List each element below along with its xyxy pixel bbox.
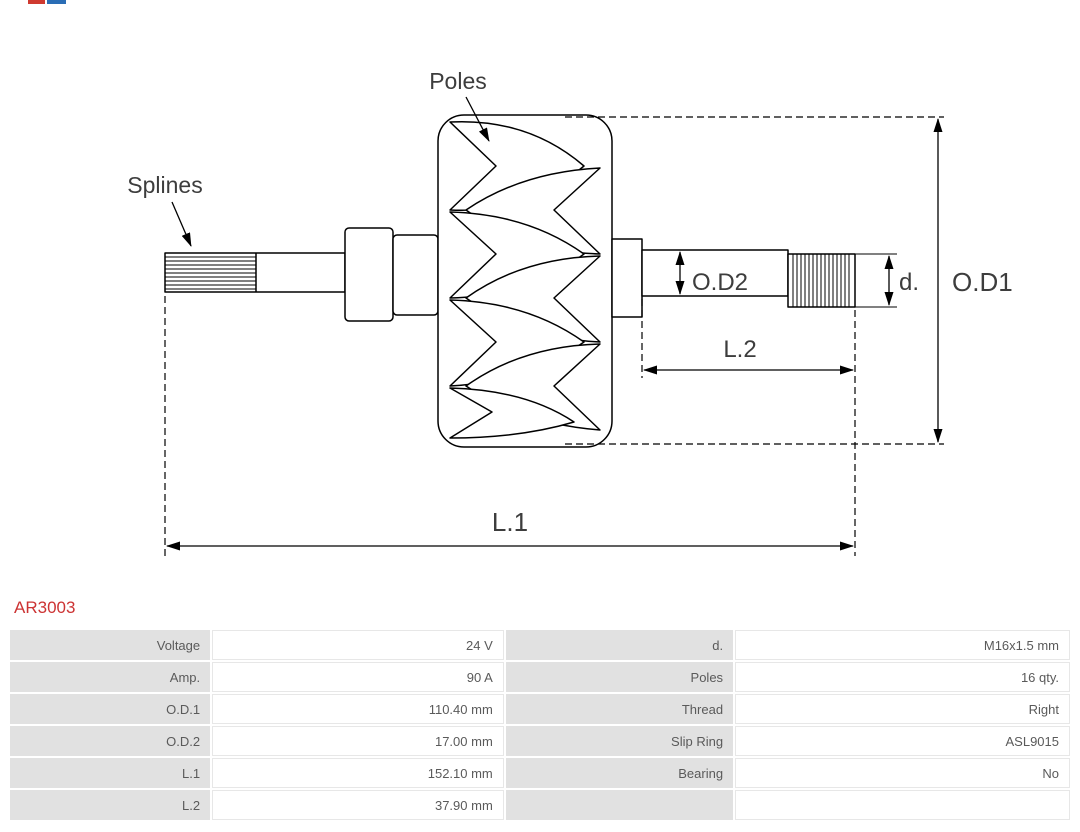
claw-poles bbox=[449, 120, 601, 439]
rotor-diagram: Poles Splines O.D2 d. O.D1 L.2 L.1 bbox=[28, 0, 1013, 556]
spline-shaft bbox=[164, 252, 346, 293]
dimension-lines bbox=[166, 118, 943, 551]
spec-value-cell: 24 V bbox=[212, 630, 504, 660]
l2-label: L.2 bbox=[723, 336, 756, 363]
spec-value-cell: Right bbox=[735, 694, 1070, 724]
rear-shaft bbox=[611, 238, 789, 318]
spec-value-cell: ASL9015 bbox=[735, 726, 1070, 756]
spec-label-cell: O.D.2 bbox=[10, 726, 211, 756]
callout-leaders bbox=[171, 96, 490, 247]
spec-label-cell: L.1 bbox=[10, 758, 211, 788]
spec-value-cell: 90 A bbox=[212, 662, 504, 692]
spec-label-cell: Poles bbox=[505, 662, 734, 692]
spec-label-cell: Amp. bbox=[10, 662, 211, 692]
pole-body bbox=[437, 114, 613, 448]
spec-label-cell bbox=[505, 790, 734, 820]
logo-fragment bbox=[28, 0, 66, 4]
d-extension-lines bbox=[855, 253, 897, 308]
spec-label-cell: Thread bbox=[505, 694, 734, 724]
splines-label: Splines bbox=[127, 172, 202, 198]
spec-value-cell: 152.10 mm bbox=[212, 758, 504, 788]
spec-label-cell: Bearing bbox=[505, 758, 734, 788]
spec-table: Voltage 24 V d. M16x1.5 mm Amp. 90 A Pol… bbox=[8, 628, 1072, 822]
extension-lines bbox=[164, 116, 944, 556]
spec-value-cell: 110.40 mm bbox=[212, 694, 504, 724]
table-row: Voltage 24 V d. M16x1.5 mm bbox=[10, 630, 1070, 660]
spec-value-cell: M16x1.5 mm bbox=[735, 630, 1070, 660]
spec-value-cell: No bbox=[735, 758, 1070, 788]
spec-label-cell: d. bbox=[505, 630, 734, 660]
spec-label-cell: L.2 bbox=[10, 790, 211, 820]
poles-leader-arrow bbox=[465, 96, 490, 142]
table-row: Amp. 90 A Poles 16 qty. bbox=[10, 662, 1070, 692]
spec-value-cell: 16 qty. bbox=[735, 662, 1070, 692]
od1-label: O.D1 bbox=[952, 267, 1013, 297]
od2-label: O.D2 bbox=[692, 269, 748, 296]
table-row: O.D.2 17.00 mm Slip Ring ASL9015 bbox=[10, 726, 1070, 756]
poles-label: Poles bbox=[429, 68, 487, 94]
spec-value-cell: 17.00 mm bbox=[212, 726, 504, 756]
rotor-outline bbox=[164, 114, 856, 448]
table-row: L.1 152.10 mm Bearing No bbox=[10, 758, 1070, 788]
table-row: O.D.1 110.40 mm Thread Right bbox=[10, 694, 1070, 724]
product-code: AR3003 bbox=[14, 598, 76, 617]
spec-label-cell: Slip Ring bbox=[505, 726, 734, 756]
d-label: d. bbox=[899, 269, 919, 296]
shaft-collars bbox=[344, 227, 439, 322]
spec-label-cell: O.D.1 bbox=[10, 694, 211, 724]
spec-value-cell: 37.90 mm bbox=[212, 790, 504, 820]
table-row: L.2 37.90 mm bbox=[10, 790, 1070, 820]
threaded-end bbox=[787, 253, 856, 308]
splines-leader-arrow bbox=[171, 201, 192, 247]
spec-value-cell bbox=[735, 790, 1070, 820]
spec-label-cell: Voltage bbox=[10, 630, 211, 660]
l1-label: L.1 bbox=[492, 507, 528, 537]
